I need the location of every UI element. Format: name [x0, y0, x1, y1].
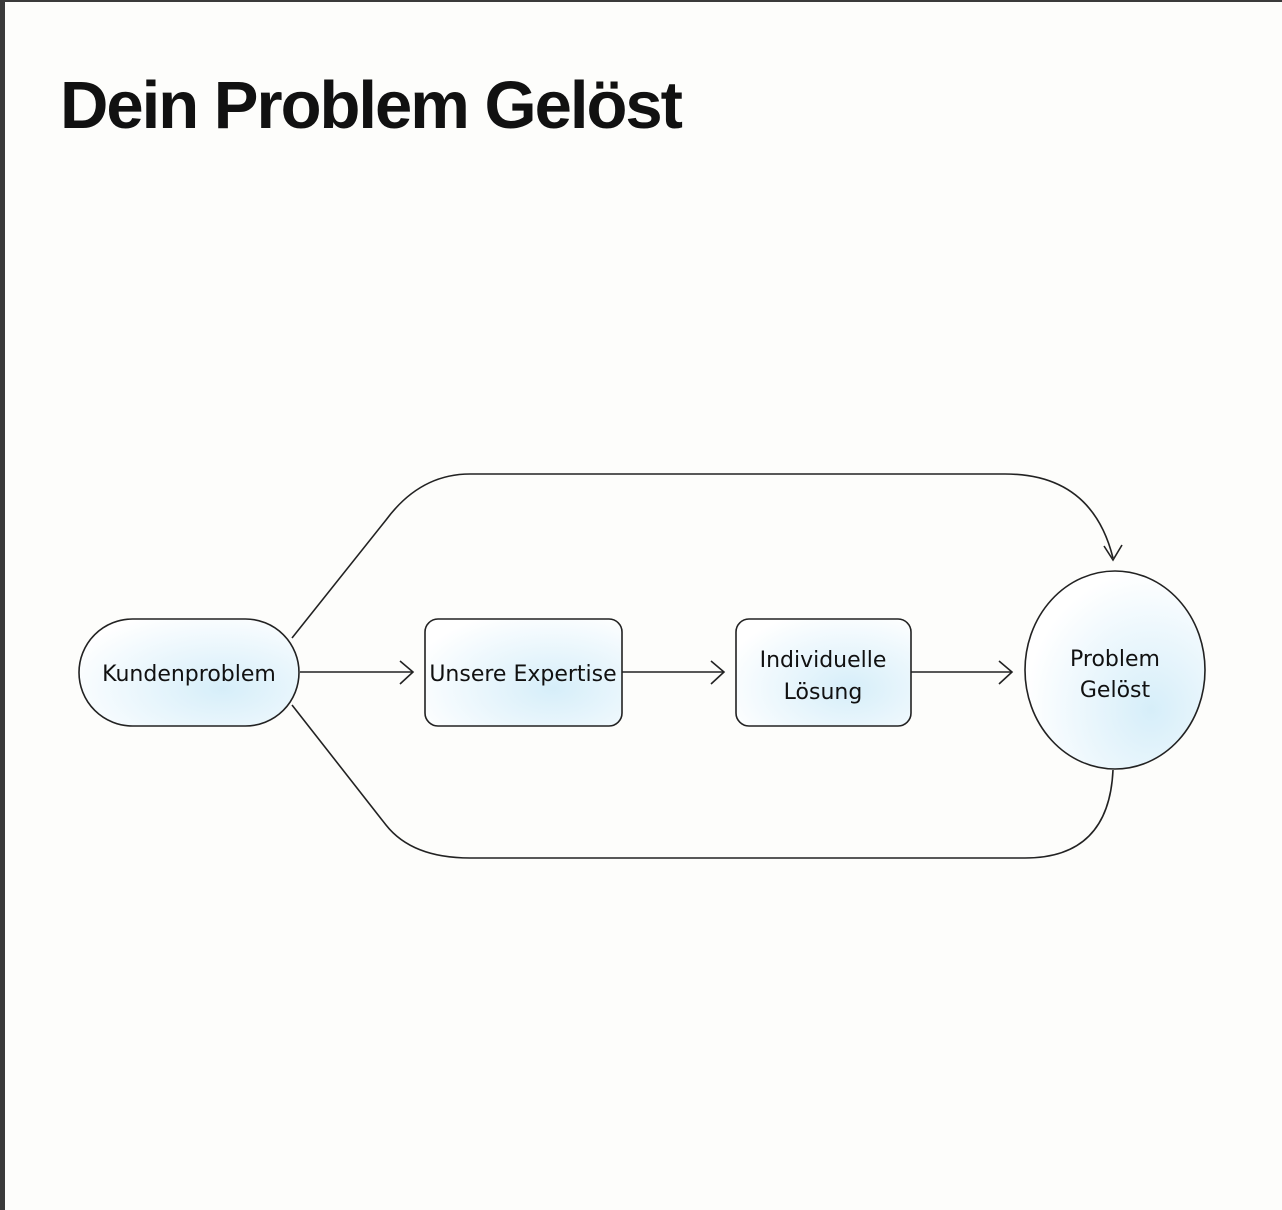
bypass-top-arrowhead	[1103, 544, 1123, 562]
window-frame-left	[0, 0, 5, 1210]
arrowhead-1	[399, 660, 415, 685]
bypass-top-path	[291, 473, 1114, 639]
node-expertise-label: Unsere Expertise	[429, 662, 616, 687]
node-problem-solved-label-line2: Gelöst	[1080, 678, 1151, 703]
node-customer-problem: Kundenproblem	[78, 618, 300, 727]
node-problem-solved: Problem Gelöst	[1024, 570, 1206, 770]
page-title: Dein Problem Gelöst	[60, 68, 683, 143]
node-solution-label-line2: Lösung	[784, 680, 863, 705]
node-solution-label-line1: Individuelle	[760, 648, 887, 673]
node-expertise: Unsere Expertise	[424, 618, 623, 727]
arrowhead-2	[710, 660, 726, 685]
node-customer-problem-label: Kundenproblem	[102, 662, 276, 687]
bypass-bottom-path	[291, 704, 1114, 859]
node-problem-solved-label-line1: Problem	[1070, 647, 1160, 672]
window-frame-top	[0, 0, 1282, 2]
arrowhead-3	[998, 660, 1014, 685]
node-solution: Individuelle Lösung	[735, 618, 912, 727]
